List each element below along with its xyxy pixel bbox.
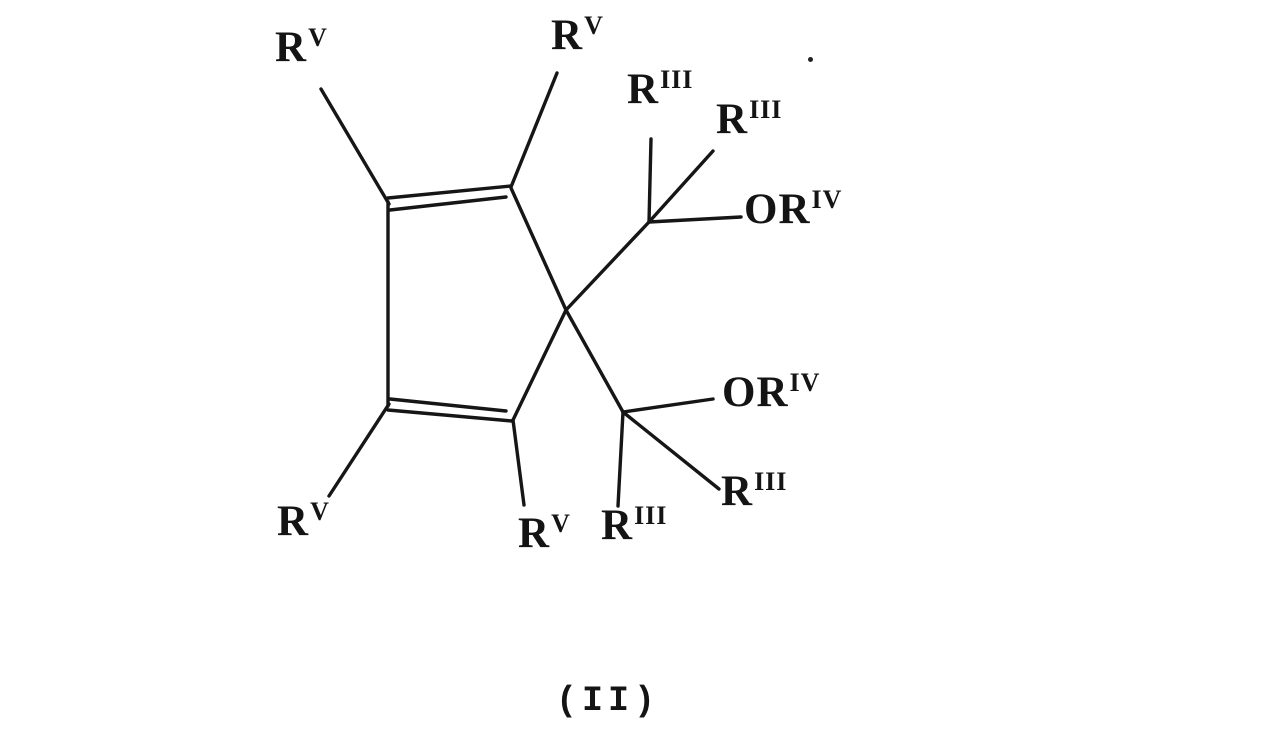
- bond-upper-carbon-oriv: [647, 215, 743, 224]
- substituent-label-riii-upper: RIII: [627, 65, 694, 113]
- substituent-superscript: V: [310, 497, 330, 526]
- bond-ring-top-double-outer: [386, 184, 513, 200]
- substituent-bonds: [319, 71, 743, 508]
- bond-ring-bottom-double-outer: [386, 408, 514, 423]
- substituent-label-riii-upper-right: RIII: [716, 95, 783, 143]
- bond-ring-bottom-double-inner: [388, 397, 508, 413]
- substituent-label-rv-bottom: RV: [518, 509, 571, 557]
- bond-rv-top: [509, 71, 559, 189]
- substituent-label-rv-bottom-left: RV: [277, 497, 330, 545]
- bond-ring-upper-right: [509, 186, 568, 312]
- bond-rv-bottom-left: [327, 402, 391, 498]
- bond-ring-lower-right: [511, 308, 568, 422]
- substituent-base: R: [551, 12, 584, 59]
- bond-spiro-to-lower-carbon: [564, 308, 625, 414]
- substituent-label-riii-lower-right: RIII: [721, 467, 788, 515]
- substituent-label-oriv-lower: ORIV: [722, 368, 821, 416]
- bond-lower-carbon-oriv: [621, 397, 715, 414]
- substituent-label-rv-top-left: RV: [275, 23, 328, 71]
- substituent-superscript: V: [308, 23, 328, 52]
- substituent-base: R: [277, 498, 310, 545]
- substituent-superscript: III: [634, 501, 668, 530]
- substituent-label-riii-bottom: RIII: [601, 501, 668, 549]
- formula-number-label: (II): [556, 681, 661, 721]
- bond-spiro-to-upper-carbon: [564, 220, 651, 312]
- substituent-superscript: IV: [789, 368, 821, 397]
- substituent-base: OR: [722, 369, 789, 416]
- substituent-superscript: III: [660, 65, 694, 94]
- bond-rv-top-left: [319, 87, 391, 206]
- bond-upper-carbon-riii-up: [647, 137, 653, 224]
- substituent-base: R: [721, 468, 754, 515]
- bond-rv-bottom: [511, 418, 526, 507]
- substituent-superscript: III: [749, 95, 783, 124]
- substituent-superscript: V: [551, 509, 571, 538]
- substituent-base: R: [716, 96, 749, 143]
- substituent-base: R: [601, 502, 634, 549]
- substituent-label-rv-top: RV: [551, 11, 604, 59]
- substituent-superscript: III: [754, 467, 788, 496]
- bond-lower-carbon-riii-down: [616, 410, 625, 508]
- bond-upper-carbon-riii-upright: [647, 149, 715, 224]
- substituent-base: R: [275, 24, 308, 71]
- ring-bonds: [386, 184, 568, 423]
- substituent-base: R: [518, 510, 551, 557]
- substituent-base: OR: [744, 186, 811, 233]
- substituent-base: R: [627, 66, 660, 113]
- substituent-superscript: IV: [811, 185, 843, 214]
- bond-lower-carbon-riii-downright: [621, 410, 721, 491]
- bond-ring-top-double-inner: [388, 195, 508, 212]
- substituent-label-oriv-upper: ORIV: [744, 185, 843, 233]
- substituent-superscript: V: [584, 11, 604, 40]
- ink-speck: [808, 57, 813, 62]
